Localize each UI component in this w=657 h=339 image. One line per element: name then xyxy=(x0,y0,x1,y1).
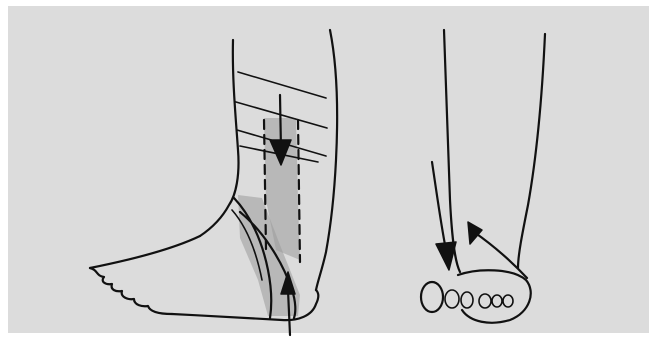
posterior-view xyxy=(421,30,545,323)
toe-circle-5 xyxy=(492,295,502,307)
big-toe-circle xyxy=(421,282,443,312)
toe-circle-4 xyxy=(479,294,491,308)
toe-circle-6 xyxy=(503,295,513,307)
posterior-leg-right-outline xyxy=(518,34,545,268)
lateral-view xyxy=(90,30,337,335)
toes-outline xyxy=(90,268,172,314)
toe-circle-3 xyxy=(461,292,473,308)
anchor-strip-1 xyxy=(238,72,326,98)
leg-anterior-outline xyxy=(316,30,337,290)
posterior-down-arrow-shaft xyxy=(432,162,446,250)
toe-circle-2 xyxy=(445,290,459,308)
posterior-down-arrow-head xyxy=(436,242,456,270)
posterior-curved-arrow-head xyxy=(468,222,482,244)
foot-dorsum-outline xyxy=(90,236,200,268)
posterior-leg-left-outline xyxy=(444,30,460,272)
leg-posterior-outline xyxy=(200,40,239,236)
